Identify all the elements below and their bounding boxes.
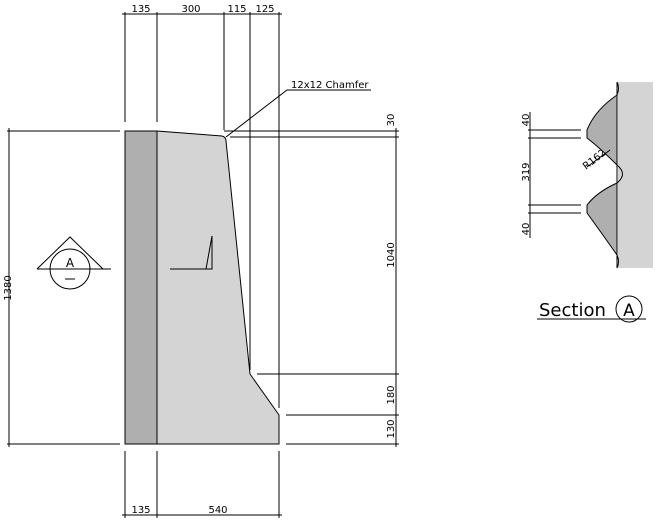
dim-right-3: 180: [386, 385, 397, 404]
dim-bottom-1: 135: [131, 505, 150, 516]
right-dimensions: 30 1040 180 130: [224, 114, 399, 447]
section-a-view: 40 319 40 R162 Section A: [521, 81, 653, 323]
dim-top-1: 135: [131, 4, 150, 15]
section-dim-1: 40: [521, 114, 532, 127]
dim-right-2: 1040: [386, 242, 397, 267]
top-dimensions: 135 300 115 125: [122, 4, 282, 408]
left-dimension: 1380: [3, 128, 120, 447]
dim-left: 1380: [3, 275, 14, 300]
dim-right-1: 30: [386, 114, 397, 127]
dim-top-3: 115: [227, 4, 246, 15]
section-marker-label: A: [66, 256, 75, 270]
facing-strip: [124, 130, 158, 445]
dim-top-2: 300: [181, 4, 200, 15]
chamfer-label: 12x12 Chamfer: [291, 80, 369, 91]
radius-label: R162: [581, 148, 608, 173]
section-title-marker: A: [623, 301, 635, 321]
dim-bottom-2: 540: [208, 505, 227, 516]
slope-symbol: [170, 235, 213, 270]
chamfer-callout: 12x12 Chamfer: [225, 80, 371, 138]
bottom-dimensions: 135 540: [122, 451, 282, 518]
section-dim-3: 40: [521, 223, 532, 236]
section-title: Section: [539, 300, 606, 321]
dim-right-4: 130: [386, 419, 397, 438]
section-marker: A: [36, 236, 111, 290]
section-dim-2: 319: [521, 162, 532, 181]
dim-top-4: 125: [255, 4, 274, 15]
wall-body: [156, 130, 280, 445]
